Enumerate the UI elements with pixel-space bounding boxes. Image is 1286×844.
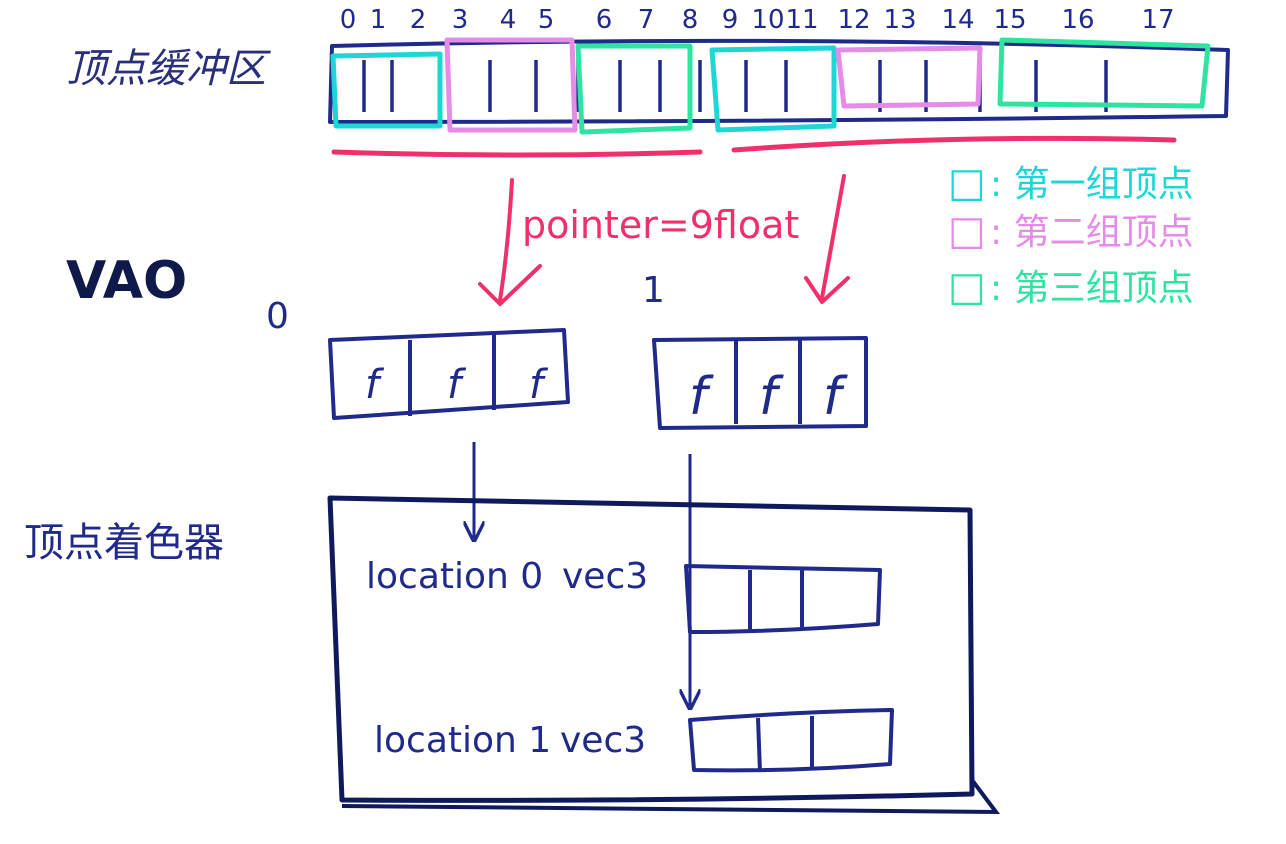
buffer-index-11: 11 <box>785 5 818 35</box>
buffer-index-4: 4 <box>500 5 517 35</box>
location-1-label: location 1 <box>374 720 551 761</box>
buffer-index-3: 3 <box>452 5 469 35</box>
stride-underline-left <box>331 149 703 158</box>
group-legend: □: 第一组顶点□: 第二组顶点□: 第三组顶点 <box>948 160 1194 310</box>
legend-label-3: : 第三组顶点 <box>990 268 1194 309</box>
vao-attribute-1 <box>652 336 868 430</box>
pointer-stride-note: pointer=9float <box>522 203 799 247</box>
stride-arrow-left <box>478 178 542 306</box>
float-cell-label: f <box>759 367 784 427</box>
group3-box-a <box>575 43 693 135</box>
group1-box-b <box>709 45 837 133</box>
vertex-buffer-cells <box>362 60 1108 112</box>
location-1-vec3-cells <box>688 708 894 773</box>
float-cell-label: f <box>365 362 385 408</box>
buffer-index-15: 15 <box>993 5 1026 35</box>
vao-slot-1-label: 1 <box>642 270 665 311</box>
buffer-index-17: 17 <box>1141 5 1174 35</box>
vertex-buffer-outline <box>328 38 1230 124</box>
group1-box-a <box>330 51 443 129</box>
vao-label: VAO <box>66 251 187 311</box>
location-1-type: vec3 <box>560 720 646 761</box>
buffer-index-5: 5 <box>538 5 555 35</box>
buffer-index-8: 8 <box>682 5 699 35</box>
legend-swatch-1: □ <box>948 160 986 206</box>
group2-box-b <box>835 45 983 109</box>
location-0-vec3-cells <box>684 564 882 634</box>
float-cell-label: f <box>529 362 549 408</box>
buffer-index-2: 2 <box>410 5 427 35</box>
float-cell-label: f <box>447 362 467 408</box>
legend-label-1: : 第一组顶点 <box>990 164 1194 205</box>
float-cell-label: f <box>823 367 848 427</box>
group3-box-b <box>997 37 1211 109</box>
buffer-index-0: 0 <box>340 5 357 35</box>
vertex-buffer <box>328 37 1230 135</box>
buffer-index-16: 16 <box>1061 5 1094 35</box>
location-0-label: location 0 <box>366 556 543 597</box>
group2-box-a <box>444 37 578 133</box>
legend-swatch-3: □ <box>948 264 986 310</box>
buffer-index-14: 14 <box>941 5 974 35</box>
buffer-index-12: 12 <box>837 5 870 35</box>
stride-arrow-right <box>804 174 850 304</box>
vao-attribute-0 <box>328 328 570 420</box>
location-0-type: vec3 <box>562 556 648 597</box>
buffer-index-1: 1 <box>370 5 387 35</box>
vertex-shader-label: 顶点着色器 <box>24 520 224 566</box>
vertex-shader-box-corner <box>341 778 1001 815</box>
buffer-index-9: 9 <box>722 5 739 35</box>
buffer-index-7: 7 <box>638 5 655 35</box>
buffer-index-13: 13 <box>883 5 916 35</box>
float-cell-label: f <box>689 367 714 427</box>
buffer-index-10: 10 <box>751 5 784 35</box>
vertex-shader-box <box>327 495 975 803</box>
buffer-index-6: 6 <box>596 5 613 35</box>
vao-slot-0-label: 0 <box>266 296 289 337</box>
legend-swatch-2: □ <box>948 208 986 254</box>
vertex-buffer-label: 顶点缓冲区 <box>66 46 271 92</box>
stride-underline-right <box>731 135 1177 153</box>
legend-label-2: : 第二组顶点 <box>990 212 1194 253</box>
